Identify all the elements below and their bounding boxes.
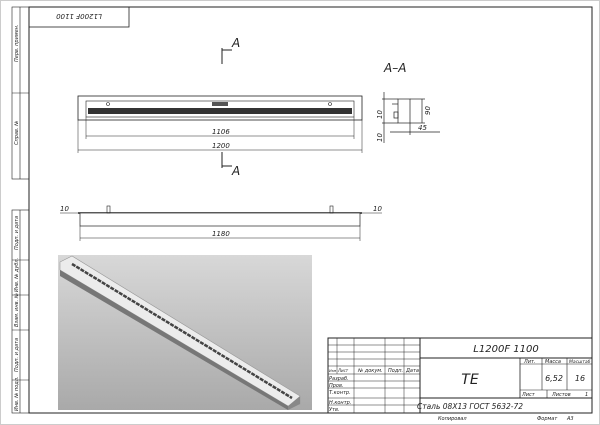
title-block-headers: Изм Лист № докум. Подп. Дата — [329, 368, 419, 374]
sheets-label: Листов — [551, 392, 571, 398]
section-letter-bottom: A — [231, 164, 240, 178]
header-date: Дата — [405, 368, 419, 374]
upside-stamp-box — [28, 6, 130, 28]
role-developer: Разраб. — [329, 376, 349, 382]
side-strip — [11, 6, 30, 414]
role-norm-control: Н.контр. — [329, 400, 351, 406]
section-view — [382, 92, 440, 143]
section-mark-top — [221, 48, 232, 64]
side-label-dup-inv: Инв. № дубл. — [14, 258, 20, 292]
header-sheet: Лист — [337, 368, 349, 373]
section-dim-height: 90 — [424, 106, 432, 115]
front-view — [77, 95, 363, 121]
part-name: TE — [461, 372, 479, 388]
title-block — [327, 337, 593, 414]
dim-inner-length: 1106 — [212, 128, 230, 136]
lit-label: Лит. — [523, 359, 536, 365]
scale-value: 16 — [575, 374, 585, 383]
product-render — [58, 255, 312, 410]
header-change: Изм — [329, 369, 336, 373]
side-label-orig-inv: Инв. № подл. — [14, 377, 20, 412]
material: Сталь 08Х13 ГОСТ 5632-72 — [417, 402, 523, 411]
side-dim-right: 10 — [373, 205, 382, 213]
format-value: A3 — [566, 416, 574, 422]
section-title: A–A — [383, 61, 406, 75]
role-approved: Утв. — [329, 407, 340, 413]
side-dim-left: 10 — [60, 205, 69, 213]
side-label-replace-inv: Взам. инв. № — [14, 293, 20, 327]
header-doc-no: № докум. — [357, 368, 383, 374]
role-tech-control: Т.контр. — [329, 390, 351, 396]
front-dimensions — [77, 117, 363, 153]
section-mark-bottom — [221, 152, 232, 168]
side-label-sign-date-2: Подп. и дата — [14, 338, 20, 372]
dim-overall-length: 1200 — [212, 142, 230, 150]
upside-stamp-text: L1200F 1100 — [56, 12, 102, 20]
side-label-ref-no: Справ. № — [14, 121, 20, 145]
section-letter-top: A — [231, 36, 240, 50]
sheet-label: Лист — [521, 392, 536, 398]
section-dim-depth: 45 — [418, 124, 427, 132]
side-label-first-use: Перв. примен. — [14, 24, 20, 62]
mass-label: Масса — [545, 359, 561, 365]
section-dim-top: 10 — [376, 110, 384, 119]
sheets-value: 1 — [585, 392, 588, 398]
section-dim-bottom: 10 — [376, 133, 384, 142]
role-checked: Пров. — [329, 383, 344, 389]
side-label-sign-date: Подп. и дата — [14, 216, 20, 250]
format-label: Формат — [537, 416, 558, 422]
copied-label: Копировал — [438, 416, 467, 422]
designation: L1200F 1100 — [473, 344, 538, 355]
mass-value: 6,52 — [545, 374, 563, 383]
header-sign: Подп. — [388, 368, 403, 374]
side-view — [60, 205, 382, 241]
side-dim-length: 1180 — [212, 230, 230, 238]
scale-label: Масштаб — [569, 359, 591, 365]
